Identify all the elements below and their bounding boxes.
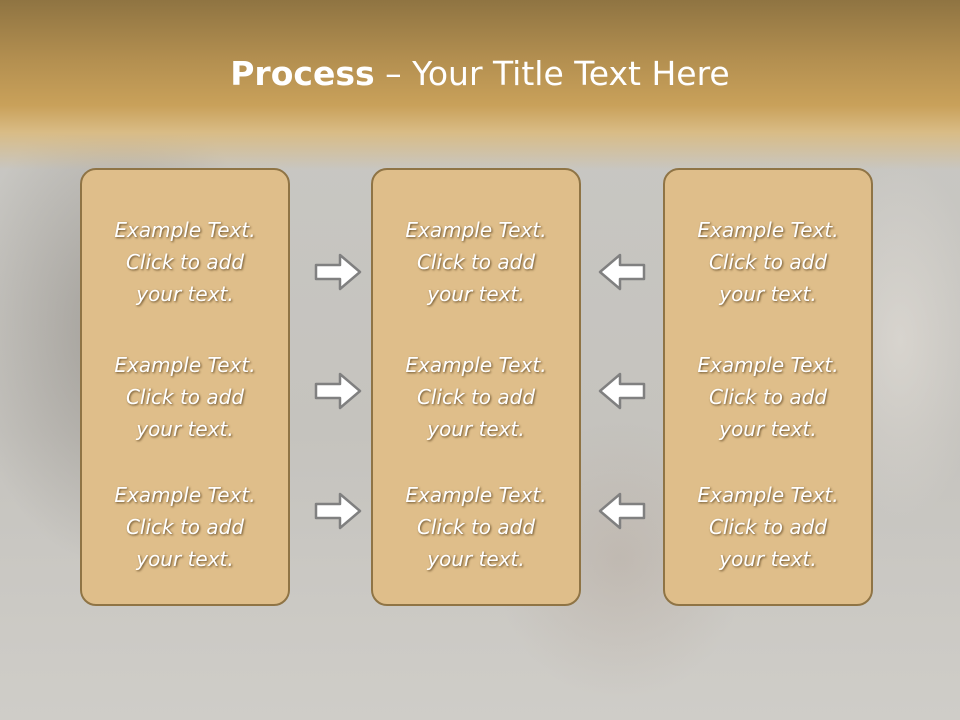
text-line: Example Text. (114, 218, 256, 242)
text-line: Example Text. (114, 483, 256, 507)
arrow-left-icon[interactable] (598, 252, 646, 292)
text-line: Click to add (125, 515, 245, 539)
arrow-left-icon[interactable] (598, 491, 646, 531)
title-banner (0, 0, 960, 170)
text-block[interactable]: Example Text. Click to add your text. (665, 349, 871, 445)
text-line: Click to add (416, 515, 536, 539)
text-line: Example Text. (697, 218, 839, 242)
text-block[interactable]: Example Text. Click to add your text. (82, 214, 288, 310)
text-line: your text. (427, 547, 525, 571)
text-line: Click to add (708, 385, 828, 409)
text-line: Click to add (708, 515, 828, 539)
process-box-right[interactable]: Example Text. Click to add your text. Ex… (663, 168, 873, 606)
text-line: Click to add (125, 385, 245, 409)
text-block[interactable]: Example Text. Click to add your text. (82, 479, 288, 575)
arrow-right-icon[interactable] (314, 371, 362, 411)
arrow-left-icon[interactable] (598, 371, 646, 411)
text-line: Example Text. (405, 218, 547, 242)
text-line: Click to add (125, 250, 245, 274)
text-line: Example Text. (697, 353, 839, 377)
text-line: your text. (136, 547, 234, 571)
title-rest: – Your Title Text Here (374, 54, 730, 93)
arrow-right-icon[interactable] (314, 491, 362, 531)
text-block[interactable]: Example Text. Click to add your text. (665, 214, 871, 310)
text-line: your text. (136, 417, 234, 441)
text-block[interactable]: Example Text. Click to add your text. (373, 479, 579, 575)
text-block[interactable]: Example Text. Click to add your text. (665, 479, 871, 575)
text-line: your text. (427, 282, 525, 306)
text-line: Click to add (416, 385, 536, 409)
text-block[interactable]: Example Text. Click to add your text. (82, 349, 288, 445)
text-line: Example Text. (405, 353, 547, 377)
text-line: Click to add (708, 250, 828, 274)
text-block[interactable]: Example Text. Click to add your text. (373, 214, 579, 310)
process-box-left[interactable]: Example Text. Click to add your text. Ex… (80, 168, 290, 606)
text-block[interactable]: Example Text. Click to add your text. (373, 349, 579, 445)
text-line: Example Text. (405, 483, 547, 507)
text-line: your text. (719, 282, 817, 306)
title-bold: Process (230, 54, 375, 93)
text-line: your text. (136, 282, 234, 306)
text-line: your text. (719, 547, 817, 571)
text-line: Click to add (416, 250, 536, 274)
text-line: your text. (427, 417, 525, 441)
text-line: Example Text. (114, 353, 256, 377)
process-box-middle[interactable]: Example Text. Click to add your text. Ex… (371, 168, 581, 606)
arrow-right-icon[interactable] (314, 252, 362, 292)
text-line: Example Text. (697, 483, 839, 507)
slide-title[interactable]: Process – Your Title Text Here (0, 52, 960, 96)
text-line: your text. (719, 417, 817, 441)
